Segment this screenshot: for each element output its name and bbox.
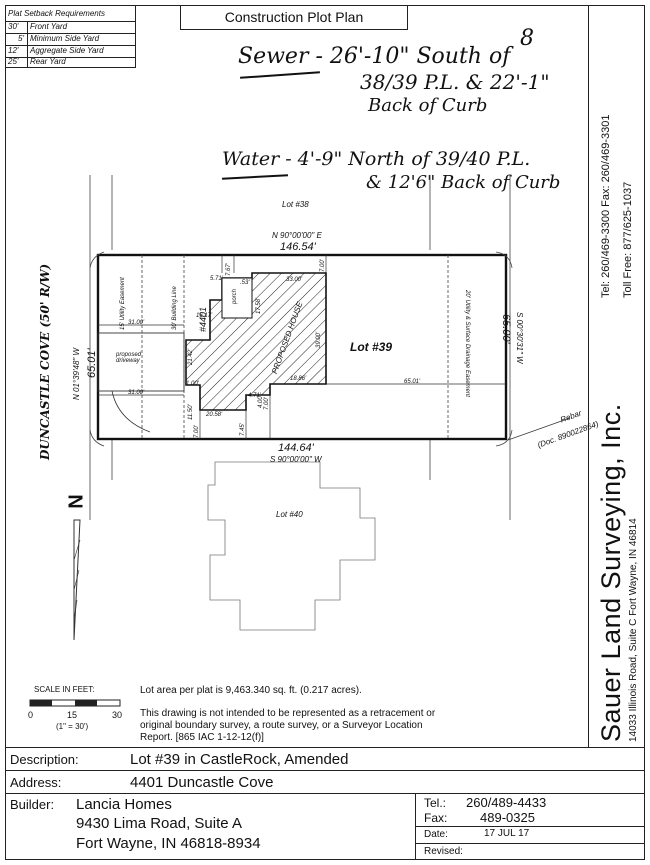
dim-16-17: 16.17' [196,313,213,319]
house-number: #4401 [198,306,208,332]
south-bearing: S 90°00'00" W [270,455,322,464]
description-label: Description: [10,752,79,767]
company-tollfree: Toll Free: 877/625-1037 [622,181,634,298]
dim-18-86: 18.86' [290,376,307,382]
sewer-note-line2: 38/39 P.L. & 22'-1" [360,70,550,94]
street-name: DUNCASTLE COVE (50' R/W) [38,263,52,460]
dim-4-00: 4.00' [258,395,264,408]
address-value: 4401 Duncastle Cove [130,774,274,791]
scale-tick: 30 [112,710,123,720]
footer-line-3 [5,793,645,794]
lot-40-outline [207,461,376,631]
date-value: 17 JUL 17 [484,828,530,839]
dim-1-00: 1.00' [186,381,199,387]
dim-21-42: 21.42' [188,348,194,365]
disclaimer-line3: Report. [865 IAC 1-12-12(f)] [140,732,264,743]
footer-date-line [415,826,645,827]
fax-value: 489-0325 [480,810,535,825]
dim-7-00-a: 7.00' [194,425,200,438]
dim-65-01: 65.01' [404,379,421,385]
north-arrow [73,519,81,641]
footer-top-line [5,747,645,748]
description-value: Lot #39 in CastleRock, Amended [130,751,349,768]
company-phone: Tel: 260/469-3300 Fax: 260/469-3301 [600,114,612,298]
fax-label: Fax: [424,811,448,825]
builder-city: Fort Wayne, IN 46818-8934 [76,835,261,852]
proposed-house [185,272,327,411]
driveway-label: proposed driveway [116,352,142,364]
sewer-note-line1: Sewer - 26'-10" South of [238,44,511,69]
dim-7-00-b: 7.00' [264,397,270,410]
water-note-line1: Water - 4'-9" North of 39/40 P.L. [222,148,531,170]
tel-label: Tel.: [424,796,447,810]
dim-53: .53' [240,280,250,286]
water-note-line2: & 12'6" Back of Curb [366,172,561,193]
disclaimer-line2: original boundary survey, a route survey… [140,720,423,731]
builder-street: 9430 Lima Road, Suite A [76,815,242,832]
sewer-note-mark: 8 [520,26,534,51]
address-label: Address: [10,775,62,790]
building-line-label: 30' Building Line [172,286,178,330]
east-bearing: S 00°30'31" W [515,312,524,364]
dim-11-50: 11.50' [188,404,194,420]
dim-31-bot: 31.00' [128,390,145,396]
dim-5-71: 5.71' [210,276,223,282]
south-length: 144.64' [278,442,314,454]
plot-drawing [29,175,571,707]
title-box: Construction Plot Plan [180,5,408,30]
porch [221,277,253,319]
west-bearing: N 01°39'48" W [72,347,81,400]
dim-4-71: 4.71' [248,393,261,399]
west-length: 65.01' [86,348,98,378]
lot-39-label: Lot #39 [350,340,393,354]
page-border [5,5,645,860]
footer-line-2 [5,770,645,771]
setback-title: Plat Setback Requirements [8,9,105,18]
scale-label: SCALE IN FEET: [34,685,95,694]
setback-row: 5'Minimum Side Yard [18,34,100,43]
setback-row: 25'Rear Yard [8,57,66,66]
company-column-divider [588,5,589,747]
lot-area-note: Lot area per plat is 9,463.340 sq. ft. (… [140,685,362,696]
dim-33: 33.00' [286,277,303,283]
north-length: 146.54' [280,241,316,253]
tel-value: 260/489-4433 [466,795,547,810]
revised-label: Revised: [424,846,463,857]
lot-38-label: Lot #38 [282,200,309,209]
disclaimer-line1: This drawing is not intended to be repre… [140,708,436,719]
dim-31-top: 31.00' [128,320,145,326]
north-bearing: N 90°00'00" E [272,231,322,240]
scale-tick: 0 [28,710,34,720]
builder-name: Lancia Homes [76,796,172,813]
porch-label: porch [232,288,238,304]
date-label: Date: [424,829,448,840]
lot-40-label: Lot #40 [276,510,303,519]
scale-tick: 15 [67,710,78,720]
dim-7-00-c: 7.00' [320,259,326,272]
builder-label: Builder: [10,797,55,812]
dim-20-58: 20.58' [206,412,223,418]
sewer-note-line3: Back of Curb [368,95,488,116]
page-title: Construction Plot Plan [224,9,364,25]
company-name: Sauer Land Surveying, Inc. [596,403,626,742]
drainage-easement-label: 20' Utility & Surface Drainage Easement [464,290,470,397]
footer-revised-line [415,843,645,844]
dim-39: 39.00' [316,331,322,348]
setback-row: 30'Front Yard [8,22,68,31]
company-address: 14033 Illinois Road, Suite C Fort Wayne,… [628,518,639,742]
dim-17-58: 17.58' [256,297,262,314]
north-label: N [65,494,88,509]
dim-7-67: 7.67' [226,263,232,276]
east-length: 65.00' [500,314,512,344]
utility-easement-label: 15' Utility Easement [120,277,126,330]
scale-ratio: (1" = 30') [56,722,89,731]
driveway [97,332,185,392]
setback-row: 12'Aggregate Side Yard [8,46,104,55]
dim-7-45: 7.45' [240,423,246,436]
setback-table: Plat Setback Requirements 30'Front Yard … [5,5,136,68]
